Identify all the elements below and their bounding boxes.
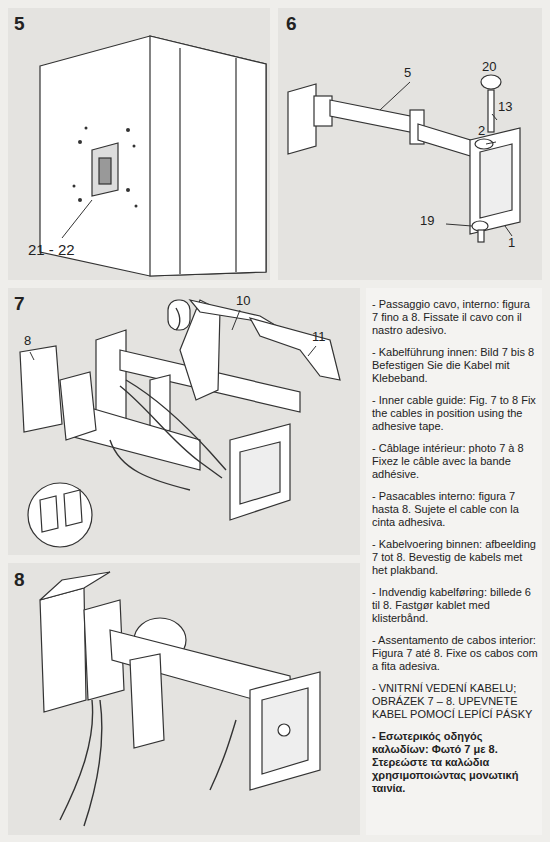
- instruction-text: - Εσωτερικός οδηγός καλωδίων: Φωτό 7 με …: [372, 730, 538, 795]
- screws: [73, 127, 138, 208]
- callout-number: 19: [420, 214, 434, 228]
- figure-number: 8: [14, 570, 25, 591]
- callout-number: 10: [236, 294, 250, 308]
- panel-ground: [8, 8, 270, 280]
- figure-number: 5: [14, 14, 25, 35]
- leader-lines: [380, 82, 512, 236]
- instruction-text: - Indvendig kabelføring: billede 6 til 8…: [372, 586, 538, 625]
- callout-number: 1: [508, 236, 515, 250]
- panel-ground: [8, 563, 360, 835]
- instruction-text: - Kabelvoering binnen: afbeelding 7 tot …: [372, 538, 538, 577]
- panel-ground: [278, 8, 542, 280]
- callout-number: 11: [312, 330, 326, 344]
- tv-back: [40, 36, 266, 276]
- instruction-text: - Assentamento de cabos interior: Figura…: [372, 634, 538, 673]
- figure-number: 6: [286, 14, 297, 35]
- instruction-text: - Câblage intérieur: photo 7 à 8 Fixez l…: [372, 442, 538, 481]
- instruction-text: - Kabelführung innen: Bild 7 bis 8 Befes…: [372, 346, 538, 385]
- callout-number: 21 - 22: [28, 242, 75, 259]
- leader-lines: [30, 310, 316, 360]
- assembled-arm: [40, 572, 320, 790]
- callout-number: 8: [24, 334, 31, 348]
- instruction-text: - Pasacables interno: figura 7 hasta 8. …: [372, 490, 538, 529]
- callout-number: 20: [482, 60, 496, 74]
- figure-number: 7: [14, 294, 25, 315]
- text-ground: [366, 288, 542, 835]
- cables: [60, 700, 236, 826]
- callout-number: 2: [478, 124, 485, 138]
- wall-arm: [288, 75, 520, 242]
- callout-number: 5: [404, 66, 411, 80]
- callout-number: 13: [498, 100, 512, 114]
- instruction-text: - VNITRNÍ VEDENÍ KABELU; OBRÁZEK 7 – 8. …: [372, 682, 538, 721]
- exploded-arm: [20, 300, 340, 547]
- instruction-text: - Passaggio cavo, interno: figura 7 fino…: [372, 298, 538, 337]
- cables: [110, 308, 226, 490]
- leader-line: [62, 200, 92, 238]
- instruction-text: - Inner cable guide: Fig. 7 to 8 Fix the…: [372, 394, 538, 433]
- panel-ground: [8, 288, 360, 555]
